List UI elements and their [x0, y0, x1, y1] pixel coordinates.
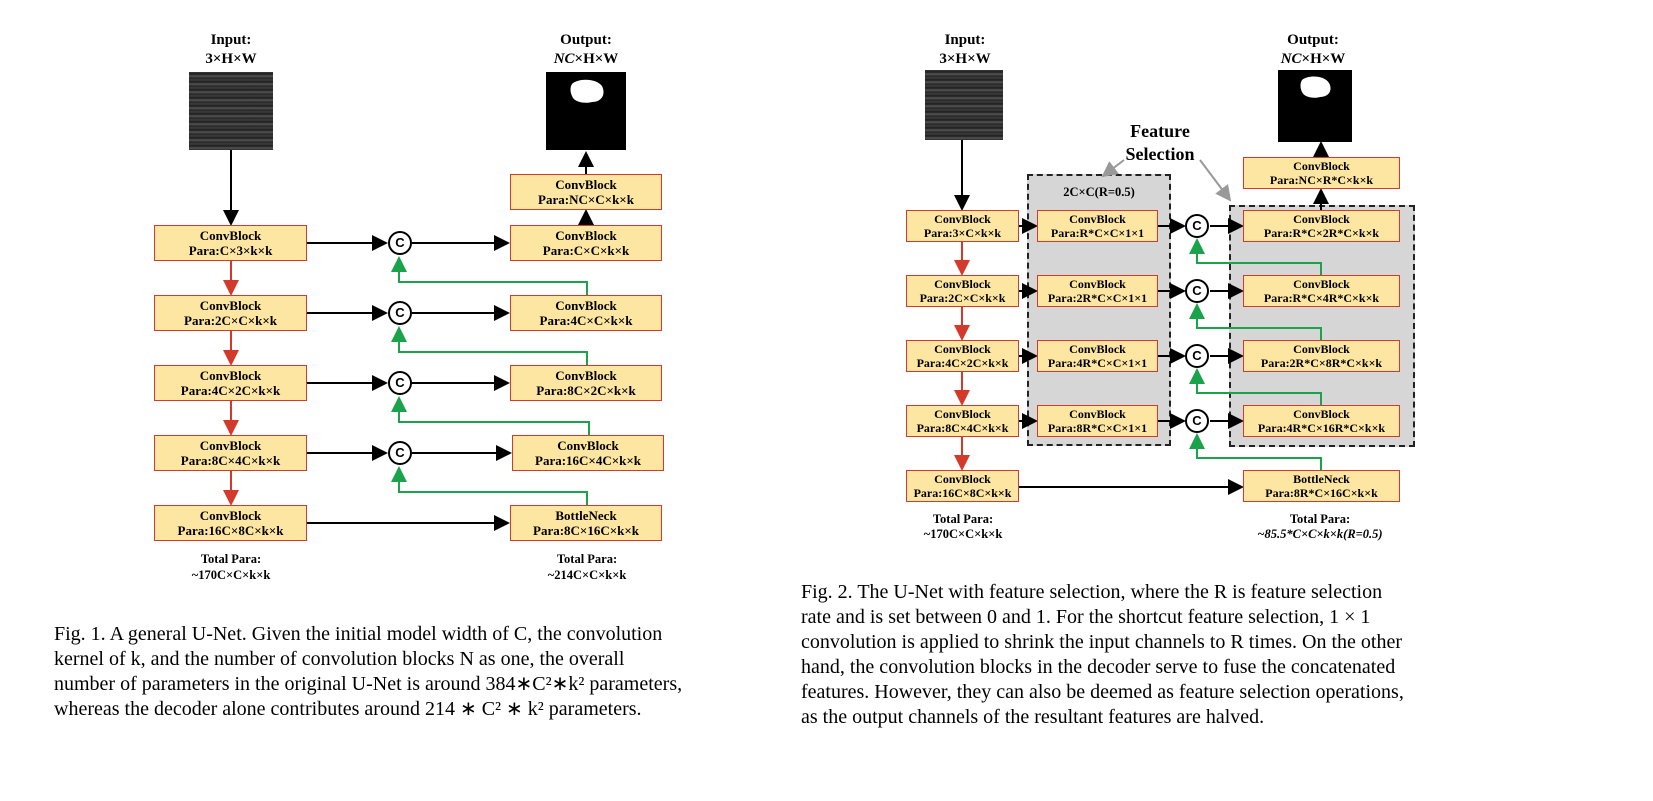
fig2-caption-line-1: Fig. 2. The U-Net with feature selection… — [801, 581, 1383, 603]
fig1-output-shape: NC×H×W — [553, 51, 619, 67]
fig1-concat-node-4: C — [388, 441, 412, 465]
fig1-caption-line-4: whereas the decoder alone contributes ar… — [54, 698, 642, 720]
fig2-total-left-title: Total Para: — [932, 512, 994, 526]
fig2-output-title: Output: — [1287, 32, 1339, 48]
fig1-input-ultrasound-image — [189, 72, 273, 150]
fig1-output-title: Output: — [560, 32, 612, 48]
fig2-total-right-title: Total Para: — [1289, 512, 1351, 526]
fig2-concat-node-4: C — [1185, 409, 1209, 433]
fig2-concat-node-1: C — [1185, 214, 1209, 238]
fig2-selection-box-title: 2C×C(R=0.5) — [1063, 185, 1135, 199]
fig2-caption-line-4: hand, the convolution blocks in the deco… — [801, 656, 1396, 678]
fig1-caption-line-2: kernel of k, and the number of convoluti… — [54, 648, 625, 670]
fig1-caption-line-1: Fig. 1. A general U-Net. Given the initi… — [54, 623, 663, 645]
fig2-caption-line-3: convolution is applied to shrink the inp… — [801, 631, 1403, 653]
fig1-concat-node-2: C — [388, 301, 412, 325]
fig2-concat-node-3: C — [1185, 344, 1209, 368]
fig1-total-right-title: Total Para: — [556, 552, 618, 566]
fig2-input-shape: 3×H×W — [939, 51, 991, 67]
fig2-concat-node-2: C — [1185, 279, 1209, 303]
fig1-concat-node-3: C — [388, 371, 412, 395]
fig1-concat-node-1: C — [388, 231, 412, 255]
fig1-output-mask-image — [546, 72, 626, 150]
fig2-input-title: Input: — [944, 32, 986, 48]
fig2-caption-line-2: rate and is set between 0 and 1. For the… — [801, 606, 1371, 628]
fig2-output-shape: NC×H×W — [1280, 51, 1346, 67]
fig2-caption-line-6: as the output channels of the resultant … — [801, 706, 1265, 728]
fig2-total-left-value: ~170C×C×k×k — [923, 527, 1003, 541]
fig2-total-right-value: ~85.5*C×C×k×k(R=0.5) — [1257, 527, 1383, 541]
fig2-caption: Fig. 2. The U-Net with feature selection… — [801, 580, 1515, 730]
fig2-input-ultrasound-image — [925, 70, 1003, 140]
fig1-total-right-value: ~214C×C×k×k — [547, 568, 627, 582]
fig1-caption: Fig. 1. A general U-Net. Given the initi… — [54, 622, 769, 722]
fig1-input-shape: 3×H×W — [205, 51, 257, 67]
fig1-total-left-title: Total Para: — [200, 552, 262, 566]
fig2-caption-line-5: features. However, they can also be deem… — [801, 681, 1404, 703]
fig2-output-mask-image — [1278, 70, 1352, 142]
fig1-caption-line-3: number of parameters in the original U-N… — [54, 673, 683, 695]
fig1-input-title: Input: — [210, 32, 252, 48]
fig1-total-left-value: ~170C×C×k×k — [191, 568, 271, 582]
